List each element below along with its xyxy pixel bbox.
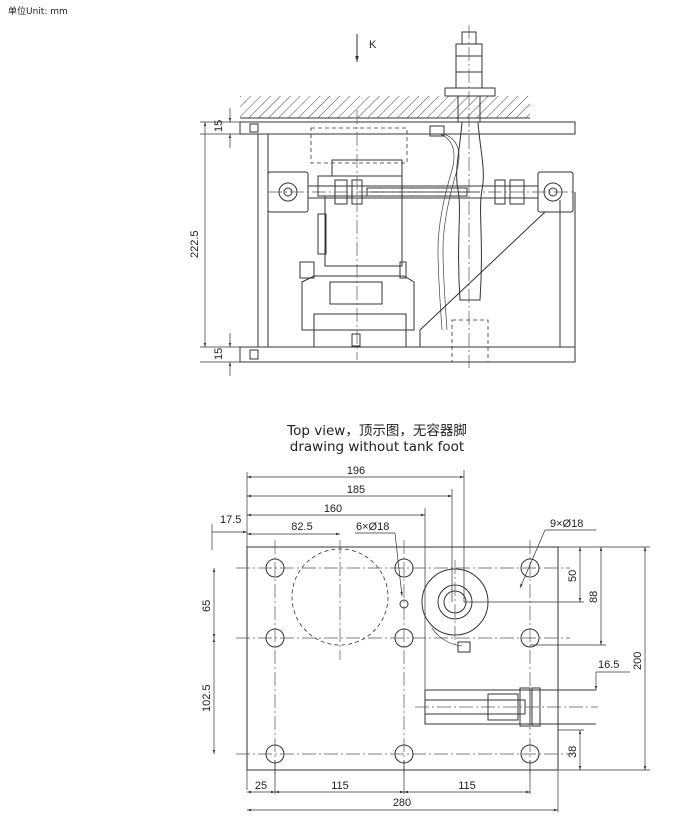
base-plate xyxy=(246,546,559,771)
dim-25: 25 xyxy=(255,780,267,792)
dim-88: 88 xyxy=(588,591,600,603)
dim-holes-small: 6×Ø18 xyxy=(356,521,389,533)
caption-line1: Top view，顶示图，无容器脚 xyxy=(286,422,467,439)
dim-16-5: 16.5 xyxy=(598,659,619,671)
bottom-plate xyxy=(239,346,576,363)
side-view: K xyxy=(189,25,576,376)
view-arrow-label: K xyxy=(369,39,377,51)
top-plate xyxy=(239,121,576,135)
dim-50: 50 xyxy=(567,570,579,582)
dim-holes-large: 9×Ø18 xyxy=(550,518,583,530)
dim-top-plate: 15 xyxy=(213,120,225,132)
dim-200: 200 xyxy=(632,652,644,670)
dim-102-5: 102.5 xyxy=(201,684,213,712)
top-view: Top view，顶示图，无容器脚 drawing without tank f… xyxy=(201,422,650,812)
caption-line2: drawing without tank foot xyxy=(290,439,464,455)
dim-17-5: 17.5 xyxy=(220,514,241,526)
dim-65: 65 xyxy=(201,600,213,612)
dim-bottom-plate: 15 xyxy=(213,348,225,360)
ceiling-hatch xyxy=(240,96,530,118)
dim-115-right: 115 xyxy=(458,780,476,792)
dim-height: 222.5 xyxy=(189,230,201,258)
mounting-holes xyxy=(265,558,540,764)
dim-160: 160 xyxy=(324,503,342,515)
dim-280: 280 xyxy=(393,797,411,809)
dim-115-left: 115 xyxy=(331,780,349,792)
dim-82-5: 82.5 xyxy=(291,521,312,533)
unit-label: 单位Unit: mm xyxy=(8,5,68,17)
dim-185: 185 xyxy=(347,484,365,496)
dim-196: 196 xyxy=(347,465,365,477)
dim-38: 38 xyxy=(567,746,579,758)
